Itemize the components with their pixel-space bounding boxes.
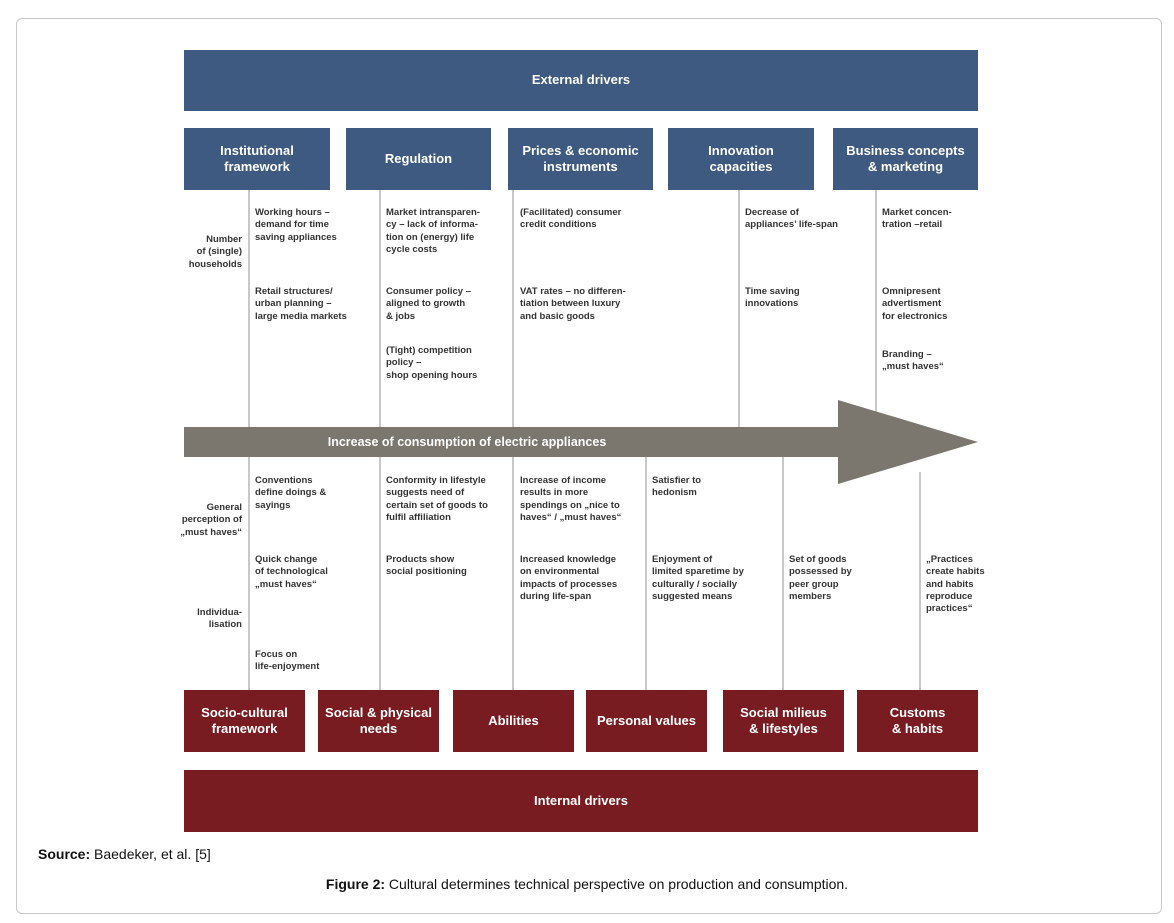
category-customs-habits: Customs & habits <box>857 690 978 752</box>
category-prices-economic-instruments: Prices & economic instruments <box>508 128 653 190</box>
category-personal-values: Personal values <box>586 690 707 752</box>
category-socio-cultural-framework: Socio-cultural framework <box>184 690 305 752</box>
caption-label: Figure 2: <box>325 876 386 892</box>
connector-line <box>512 190 514 428</box>
connector-line <box>645 457 647 690</box>
category-institutional-framework: Institutional framework <box>184 128 330 190</box>
connector-line <box>782 457 784 690</box>
source-label: Source: <box>38 846 91 862</box>
category-innovation-capacities: Innovation capacities <box>668 128 814 190</box>
driver-text: Market concen- tration –retail <box>882 207 952 231</box>
connector-line <box>379 457 381 690</box>
category-business-concepts-marketing: Business concepts & marketing <box>833 128 978 190</box>
category-regulation: Regulation <box>346 128 491 190</box>
driver-text: Consumer policy – aligned to growth & jo… <box>386 286 471 322</box>
driver-text: (Tight) competition policy – shop openin… <box>386 345 478 381</box>
category-social-physical-needs: Social & physical needs <box>318 690 439 752</box>
driver-text: VAT rates – no differen- tiation between… <box>520 286 626 322</box>
connector-line <box>512 457 514 690</box>
driver-text: Increased knowledge on environmental imp… <box>520 554 618 603</box>
driver-text: Products show social positioning <box>386 554 467 578</box>
driver-text: Conventions define doings & sayings <box>255 475 327 511</box>
driver-text: „Practices create habits and habits repr… <box>926 554 985 615</box>
source-line: Source: Baedeker, et al. [5] <box>38 846 211 862</box>
driver-text: Focus on life-enjoyment <box>255 649 320 673</box>
internal-drivers-bar: Internal drivers <box>184 770 978 832</box>
consumption-arrow <box>184 400 978 484</box>
driver-text: Decrease of appliances’ life-span <box>745 207 838 231</box>
driver-text: Enjoyment of limited sparetime by cultur… <box>652 554 744 603</box>
driver-text: Branding – „must haves“ <box>882 349 944 373</box>
left-label: Individua- lisation <box>197 607 242 631</box>
connector-line <box>248 190 250 428</box>
arrow-label: Increase of consumption of electric appl… <box>327 435 607 449</box>
driver-text: Time saving innovations <box>745 286 800 310</box>
connector-line <box>738 190 740 428</box>
figure-caption: Figure 2: Cultural determines technical … <box>0 876 1174 892</box>
connector-line <box>248 457 250 690</box>
caption-text: Cultural determines technical perspectiv… <box>388 876 849 892</box>
driver-text: Conformity in lifestyle suggests need of… <box>386 475 488 524</box>
source-text: Baedeker, et al. [5] <box>94 846 211 862</box>
external-drivers-bar: External drivers <box>184 50 978 111</box>
driver-text: (Facilitated) consumer credit conditions <box>520 207 622 231</box>
arrow-shape <box>184 400 978 484</box>
left-label: General perception of „must haves“ <box>180 502 242 538</box>
connector-line <box>875 190 877 412</box>
driver-text: Market intransparen- cy – lack of inform… <box>386 207 480 256</box>
driver-text: Quick change of technological „must have… <box>255 554 328 590</box>
connector-line <box>919 472 921 690</box>
driver-text: Omnipresent advertisment for electronics <box>882 286 948 322</box>
connector-line <box>379 190 381 428</box>
driver-text: Increase of income results in more spend… <box>520 475 622 524</box>
left-label: Number of (single) households <box>188 234 242 270</box>
category-social-milieus-lifestyles: Social milieus & lifestyles <box>723 690 844 752</box>
category-abilities: Abilities <box>453 690 574 752</box>
driver-text: Retail structures/ urban planning – larg… <box>255 286 347 322</box>
driver-text: Set of goods possessed by peer group mem… <box>789 554 852 603</box>
driver-text: Working hours – demand for time saving a… <box>255 207 337 243</box>
driver-text: Satisfier to hedonism <box>652 475 702 499</box>
